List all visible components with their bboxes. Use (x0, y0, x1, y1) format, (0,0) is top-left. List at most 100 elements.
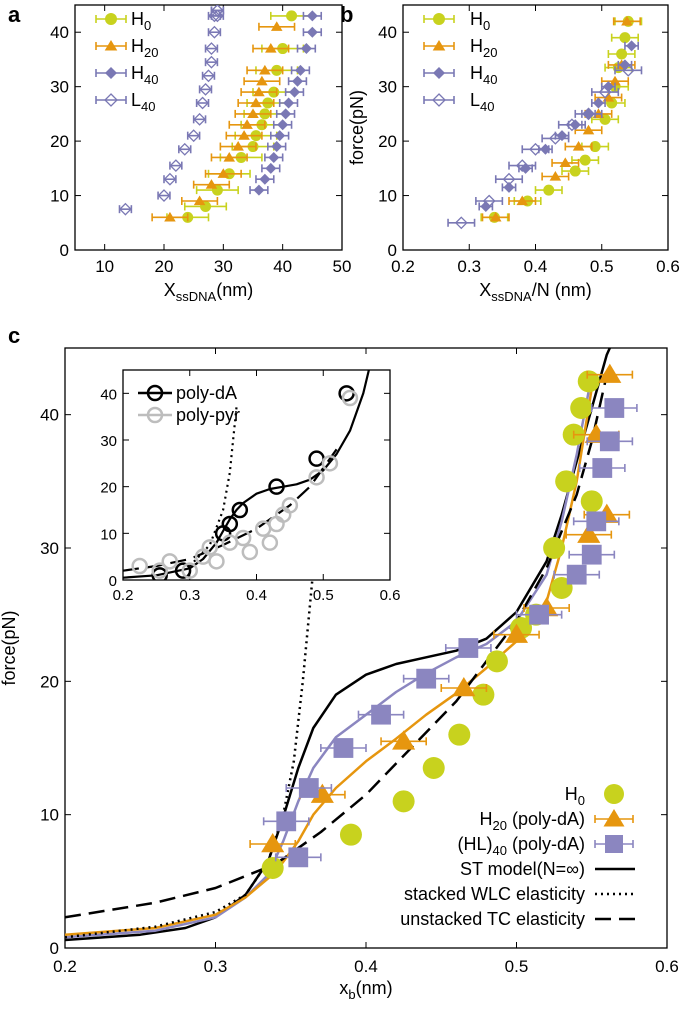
y-axis-label: force(pN) (0, 610, 19, 685)
point-H40 (280, 108, 292, 120)
point-H40 (289, 86, 301, 98)
legend-label-H20: H20 (poly-dA) (480, 809, 586, 833)
point-H20 (164, 211, 176, 222)
point-H40 (626, 40, 638, 52)
point-H20 (582, 124, 595, 135)
point-H40 (271, 141, 283, 153)
legend-label-L40: L40 (131, 90, 155, 114)
point-H20 (223, 151, 236, 162)
point-polypyr (321, 455, 339, 472)
point-H20 (572, 141, 585, 151)
point-HL40 (458, 638, 479, 658)
legend-label-H40: H40 (470, 63, 497, 87)
y-tick-label: 20 (100, 480, 117, 497)
point-L40 (208, 25, 221, 39)
point-H0 (392, 790, 415, 813)
legend-marker-H0 (604, 784, 624, 804)
point-H40 (274, 130, 286, 142)
legend-marker-polypyr (146, 406, 164, 424)
point-H20 (489, 211, 502, 222)
curve-insetTC (123, 448, 338, 572)
point-H40 (306, 10, 318, 22)
legend-label-H0: H0 (131, 9, 151, 33)
point-polydA (221, 515, 239, 533)
point-H40 (265, 162, 277, 174)
y-tick-label: 20 (378, 132, 397, 151)
x-tick-label: 30 (214, 257, 233, 276)
y-tick-label: 10 (378, 187, 397, 206)
point-polypyr (131, 557, 148, 575)
y-tick-label: 10 (50, 187, 69, 206)
point-L40 (178, 142, 192, 156)
point-H0 (619, 32, 631, 44)
x-axis-label: XssDNA/N (nm) (479, 280, 591, 304)
point-HL40 (298, 778, 319, 798)
point-H40 (292, 75, 303, 87)
y-tick-label: 30 (378, 78, 397, 97)
y-tick-label: 20 (40, 672, 59, 691)
y-tick-label: 10 (100, 526, 117, 543)
plot-area (447, 15, 643, 230)
point-polypyr (208, 553, 225, 570)
plot-frame (122, 369, 391, 581)
point-L40 (529, 142, 542, 156)
y-axis-label: force(pN) (347, 90, 367, 165)
x-tick-label: 0.6 (380, 587, 401, 604)
legend-label-polydA: poly-dA (176, 383, 237, 403)
y-tick-label: 30 (100, 433, 117, 450)
point-L40 (205, 55, 218, 69)
point-H20 (250, 97, 262, 108)
point-H20 (559, 157, 572, 168)
point-polypyr (308, 469, 325, 486)
curve-WLC (65, 521, 320, 939)
point-H20 (270, 21, 283, 31)
x-tick-label: 0.5 (590, 257, 614, 276)
point-H20 (577, 523, 601, 543)
y-tick-label: 30 (40, 539, 59, 558)
point-H20 (253, 86, 265, 97)
point-HL40 (599, 431, 620, 452)
y-tick-label: 0 (60, 241, 69, 260)
point-L40 (454, 216, 468, 230)
point-HL40 (416, 668, 437, 689)
point-H40 (503, 181, 515, 193)
point-H40 (480, 200, 492, 212)
point-L40 (163, 172, 177, 186)
point-H40 (300, 43, 312, 55)
point-H20 (549, 171, 562, 181)
y-tick-label: 40 (378, 23, 397, 42)
point-HL40 (529, 604, 549, 625)
point-H20 (452, 677, 476, 697)
point-polypyr (181, 562, 198, 579)
point-H0 (261, 857, 284, 879)
point-H0 (286, 10, 298, 22)
legend-label-H40: H40 (131, 63, 158, 87)
legend-label-ST: ST model(N=∞) (460, 859, 585, 879)
point-H20 (621, 15, 633, 26)
x-tick-label: 0.3 (204, 957, 228, 976)
point-HL40 (566, 564, 587, 585)
point-H0 (472, 683, 495, 706)
point-H40 (259, 173, 271, 185)
panel-label-b: b (340, 2, 353, 27)
x-tick-label: 0.4 (354, 957, 378, 976)
point-polypyr (234, 529, 252, 547)
point-H20 (241, 119, 253, 129)
point-H0 (422, 757, 445, 779)
point-HL40 (371, 704, 391, 725)
point-polydA (268, 478, 285, 495)
point-L40 (205, 42, 218, 55)
point-H20 (598, 363, 622, 383)
point-H40 (277, 119, 289, 131)
legend-label-L40: L40 (470, 90, 494, 114)
legend-label-TC: unstacked TC elasticity (400, 909, 585, 929)
point-H20 (265, 43, 277, 53)
panel-label-a: a (8, 2, 21, 27)
x-tick-label: 0.3 (179, 587, 200, 604)
y-tick-label: 30 (50, 78, 69, 97)
point-HL40 (288, 847, 309, 868)
point-H40 (306, 26, 318, 38)
point-polypyr (281, 497, 299, 514)
point-H20 (516, 195, 529, 206)
